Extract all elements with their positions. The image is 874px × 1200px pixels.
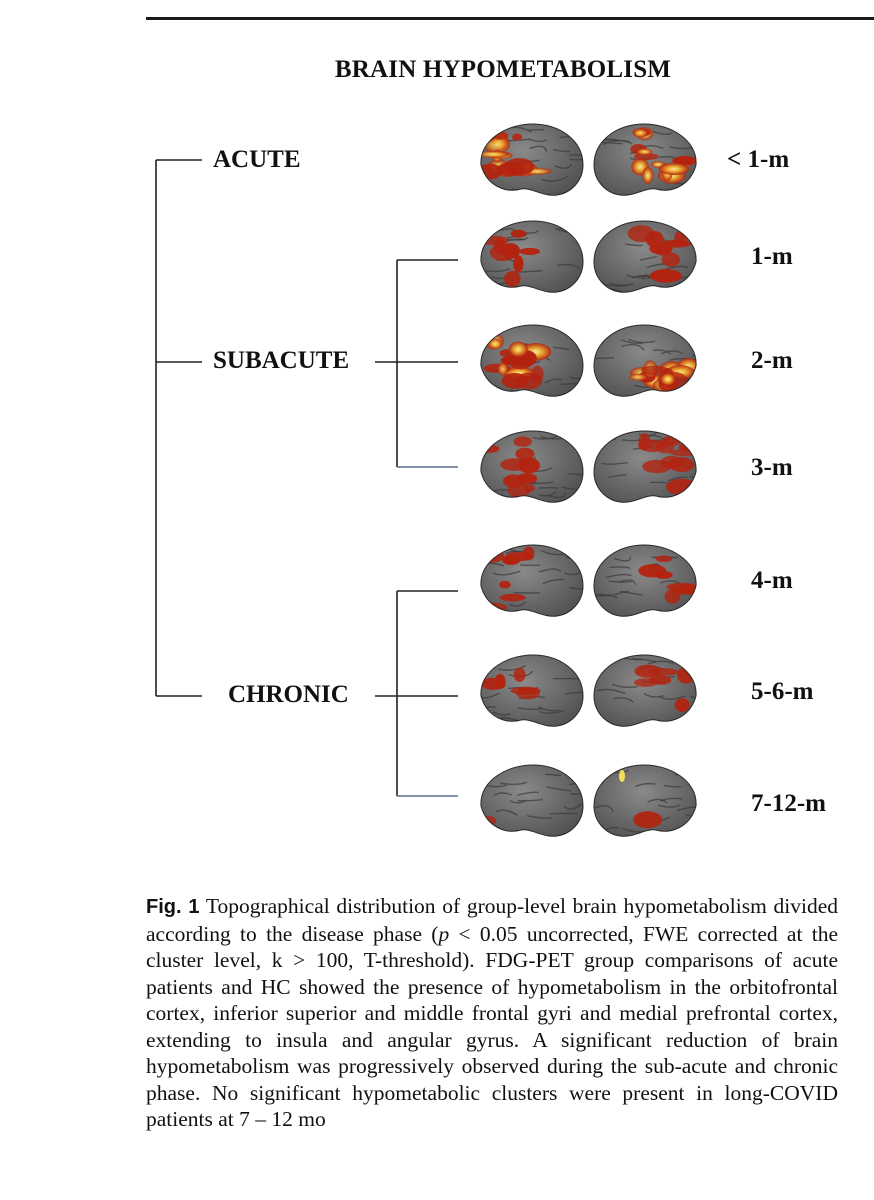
phase-label-subacute: SUBACUTE [213,347,349,375]
timepoint-label-1m: 1-m [751,243,793,271]
brain-render-6-left [473,648,585,732]
brain-render-7-right [592,758,704,842]
brain-render-5-right [592,538,704,622]
timepoint-label-lt1m: < 1-m [727,146,789,174]
brain-render-1-right [592,117,704,201]
brain-render-3-left [473,318,585,402]
brain-render-4-left [473,424,585,508]
brain-render-4-right [592,424,704,508]
brain-render-6-right [592,648,704,732]
brain-render-5-left [473,538,585,622]
brain-render-2-left [473,214,585,298]
timepoint-label-2m: 2-m [751,347,793,375]
timepoint-label-3m: 3-m [751,454,793,482]
timepoint-label-7-12m: 7-12-m [751,790,826,818]
caption-p-symbol: p [438,922,449,946]
phase-label-acute: ACUTE [213,146,301,174]
brain-render-3-right [592,318,704,402]
figure-caption: Fig. 1 Topographical distribution of gro… [146,893,838,1133]
phase-label-chronic: CHRONIC [228,681,349,709]
phase-tree [0,0,874,880]
caption-fig-label: Fig. 1 [146,896,200,918]
brain-render-1-left [473,117,585,201]
caption-text-2: < 0.05 uncorrected, FWE corrected at the… [146,922,838,1132]
timepoint-label-4m: 4-m [751,567,793,595]
brain-render-7-left [473,758,585,842]
timepoint-label-5-6m: 5-6-m [751,678,813,706]
brain-render-2-right [592,214,704,298]
